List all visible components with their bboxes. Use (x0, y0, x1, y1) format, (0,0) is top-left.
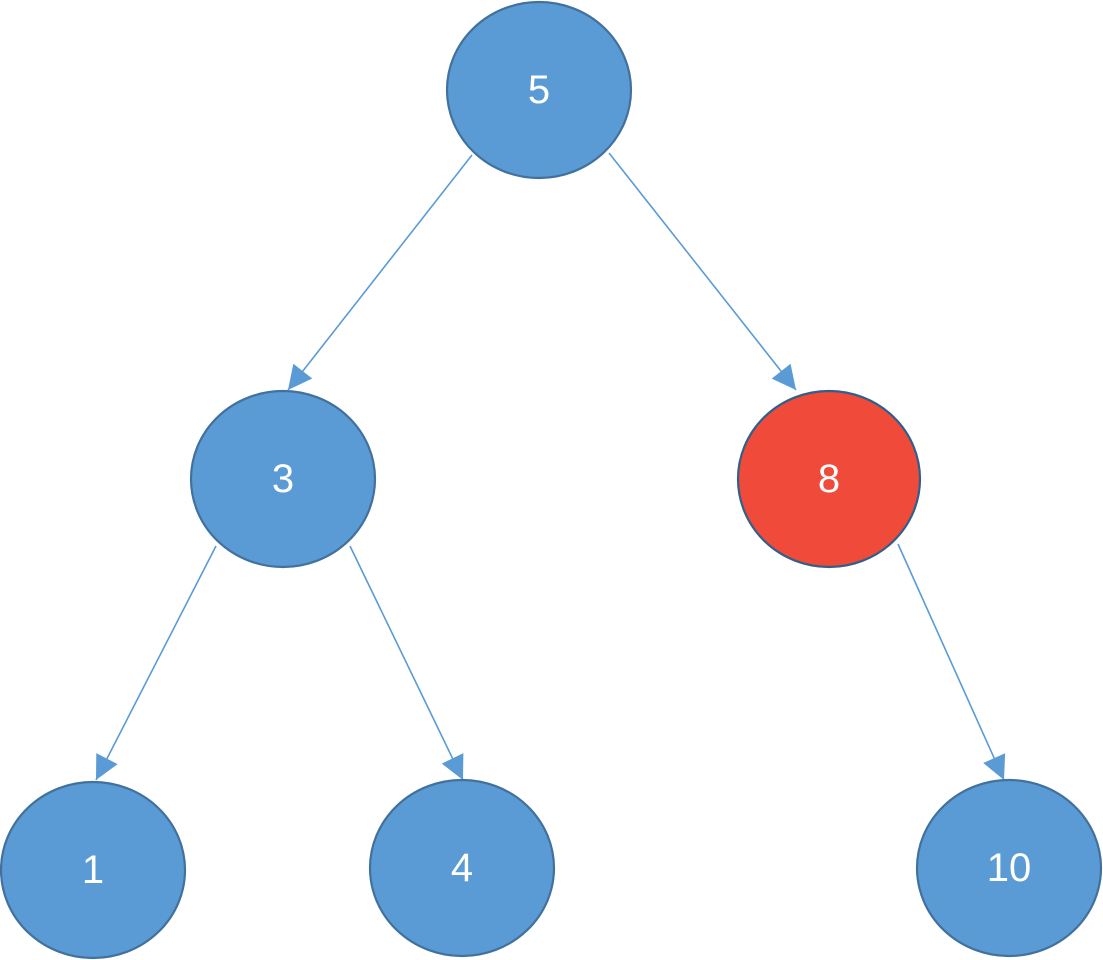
tree-node-3: 3 (189, 389, 377, 569)
node-label: 1 (82, 848, 104, 892)
node-circle (915, 778, 1103, 958)
tree-node-5: 5 (445, 0, 633, 180)
tree-node-10: 10 (915, 778, 1103, 958)
node-circle (736, 389, 922, 569)
tree-node-1: 1 (0, 780, 187, 960)
node-circle (189, 389, 377, 569)
edge-5-to-8 (608, 152, 797, 391)
node-label: 8 (818, 457, 840, 501)
edges (95, 152, 1006, 781)
edge-5-to-3 (287, 154, 473, 391)
node-label: 5 (528, 68, 550, 112)
edge-3-to-1 (95, 545, 217, 781)
node-circle (0, 780, 187, 960)
node-label: 4 (451, 846, 473, 890)
node-label: 3 (272, 457, 294, 501)
edge-8-to-10 (897, 543, 1006, 781)
node-circle (368, 778, 556, 958)
edge-3-to-4 (349, 545, 464, 781)
node-label: 10 (987, 846, 1032, 890)
node-circle (445, 0, 633, 180)
tree-node-4: 4 (368, 778, 556, 958)
tree-node-8-highlighted: 8 (736, 389, 922, 569)
